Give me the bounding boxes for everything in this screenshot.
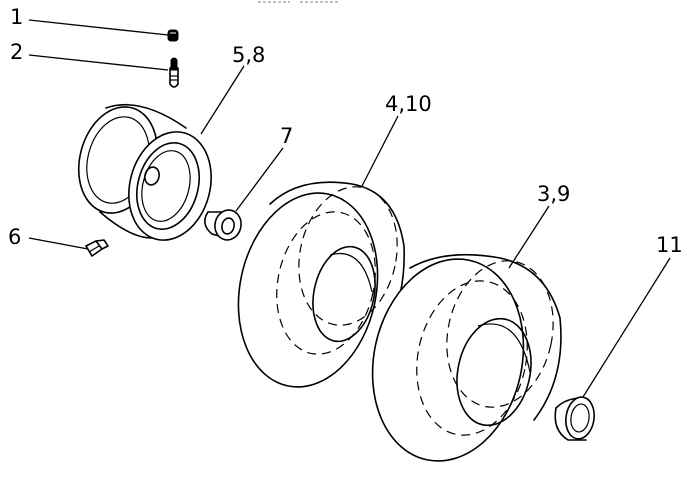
- leader-6: [28, 237, 89, 250]
- callout-2: 2: [10, 40, 23, 64]
- callout-1: 1: [10, 5, 23, 29]
- leader-2: [28, 54, 169, 71]
- callout-3-9: 3,9: [537, 182, 570, 206]
- hub-cap-part: [554, 396, 595, 441]
- callout-6: 6: [8, 225, 21, 249]
- leader-3-9: [508, 205, 550, 269]
- tire-part-2: [371, 253, 562, 462]
- callout-7: 7: [280, 124, 293, 148]
- valve-stem-part: [169, 57, 179, 88]
- leader-lines: [28, 19, 671, 398]
- leader-7: [235, 147, 284, 212]
- wheel-rim-part: [77, 103, 212, 241]
- valve-cap-part: [167, 29, 179, 42]
- leader-1: [28, 19, 169, 36]
- lug-bolt-part: [85, 239, 109, 257]
- bushing-part: [204, 209, 242, 241]
- callout-4-10: 4,10: [385, 92, 432, 116]
- callout-5-8: 5,8: [232, 43, 265, 67]
- callout-11: 11: [656, 233, 683, 257]
- leader-5-8: [200, 65, 245, 135]
- leader-11: [582, 257, 671, 398]
- leader-4-10: [361, 115, 399, 187]
